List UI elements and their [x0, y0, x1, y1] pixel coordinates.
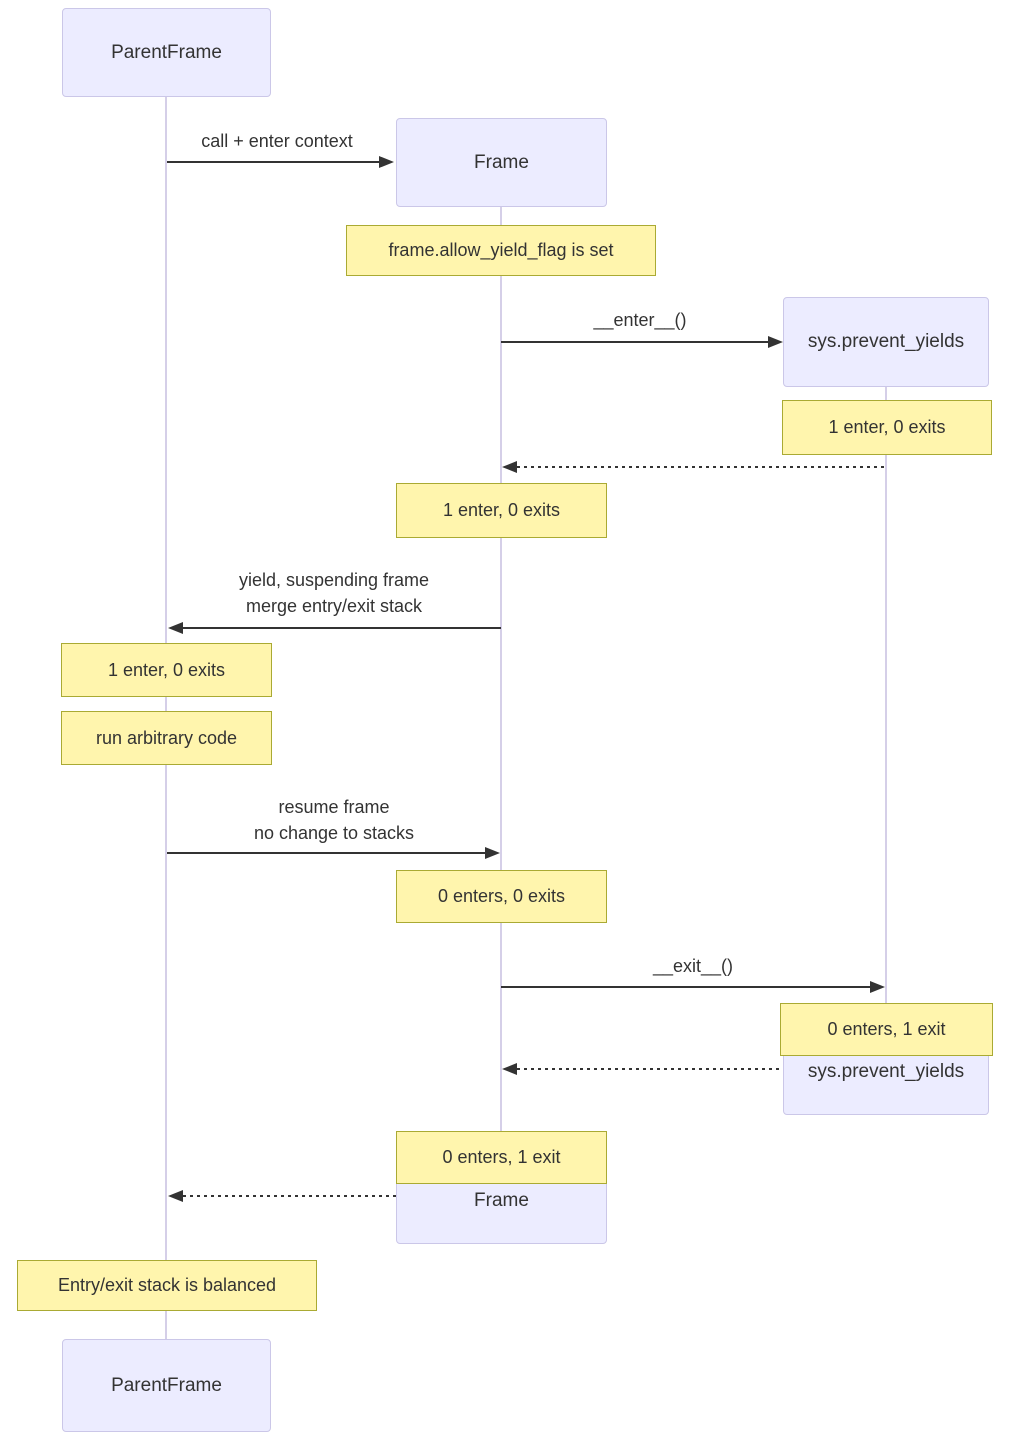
message-resume-line2: no change to stacks	[253, 823, 415, 843]
message-enter-label: __enter__()	[593, 310, 687, 330]
actor-parentframe-bottom: ParentFrame	[62, 1339, 271, 1432]
arrow-yield	[183, 627, 501, 629]
arrowhead-right-icon	[870, 981, 885, 993]
note-allow-yield-flag-text: frame.allow_yield_flag is set	[388, 240, 614, 260]
message-exit-label: __exit__()	[652, 956, 734, 976]
arrowhead-right-icon	[485, 847, 500, 859]
message-yield-line2: merge entry/exit stack	[245, 596, 423, 616]
lifeline-sys-prevent-yields	[885, 386, 887, 1032]
arrow-return-enter	[517, 466, 886, 468]
actor-parentframe-top-label: ParentFrame	[111, 41, 222, 63]
arrowhead-right-icon	[768, 336, 783, 348]
note-frame-after-resume-text: 0 enters, 0 exits	[437, 886, 566, 906]
actor-sys-prevent-yields-top-label: sys.prevent_yields	[807, 331, 965, 352]
note-sys-after-enter-text: 1 enter, 0 exits	[828, 417, 946, 437]
actor-sys-prevent-yields-bottom-label: sys.prevent_yields	[807, 1060, 965, 1082]
note-frame-after-resume: 0 enters, 0 exits	[396, 870, 607, 923]
arrowhead-left-icon	[502, 461, 517, 473]
note-frame-after-enter-text: 1 enter, 0 exits	[442, 500, 561, 520]
note-run-arbitrary-code: run arbitrary code	[61, 711, 272, 765]
note-stack-balanced-text: Entry/exit stack is balanced	[57, 1275, 277, 1295]
note-sys-after-exit-text: 0 enters, 1 exit	[827, 1019, 946, 1039]
arrowhead-left-icon	[502, 1063, 517, 1075]
note-frame-after-enter: 1 enter, 0 exits	[396, 483, 607, 538]
arrow-return-frame	[183, 1195, 396, 1197]
actor-frame-bottom-label: Frame	[474, 1189, 529, 1211]
actor-frame-top-label: Frame	[474, 151, 529, 173]
note-sys-after-exit: 0 enters, 1 exit	[780, 1003, 993, 1056]
message-call-enter-context-label: call + enter context	[201, 131, 353, 151]
arrow-call-enter-context	[167, 161, 381, 163]
arrow-return-exit	[517, 1068, 783, 1070]
note-frame-after-exit: 0 enters, 1 exit	[396, 1131, 607, 1184]
message-yield-label: yield, suspending frame merge entry/exit…	[239, 567, 429, 619]
actor-frame-top: Frame	[396, 118, 607, 207]
lifeline-frame	[500, 207, 502, 1160]
arrowhead-right-icon	[379, 156, 394, 168]
note-frame-after-exit-text: 0 enters, 1 exit	[442, 1147, 561, 1167]
note-stack-balanced: Entry/exit stack is balanced	[17, 1260, 317, 1311]
message-resume-line1: resume frame	[278, 797, 390, 817]
actor-sys-prevent-yields-top: sys.prevent_yields	[783, 297, 989, 387]
actor-parentframe-bottom-label: ParentFrame	[111, 1374, 222, 1396]
arrow-exit	[501, 986, 871, 988]
message-resume-label: resume frame no change to stacks	[254, 794, 414, 846]
arrow-enter	[501, 341, 769, 343]
arrow-resume	[167, 852, 486, 854]
arrowhead-left-icon	[168, 622, 183, 634]
note-allow-yield-flag: frame.allow_yield_flag is set	[346, 225, 656, 276]
note-sys-after-enter: 1 enter, 0 exits	[782, 400, 992, 455]
note-parent-after-yield-text: 1 enter, 0 exits	[107, 659, 226, 680]
note-parent-after-yield: 1 enter, 0 exits	[61, 643, 272, 697]
actor-parentframe-top: ParentFrame	[62, 8, 271, 97]
note-run-arbitrary-code-text: run arbitrary code	[95, 727, 238, 748]
message-yield-line1: yield, suspending frame	[238, 570, 430, 590]
arrowhead-left-icon	[168, 1190, 183, 1202]
